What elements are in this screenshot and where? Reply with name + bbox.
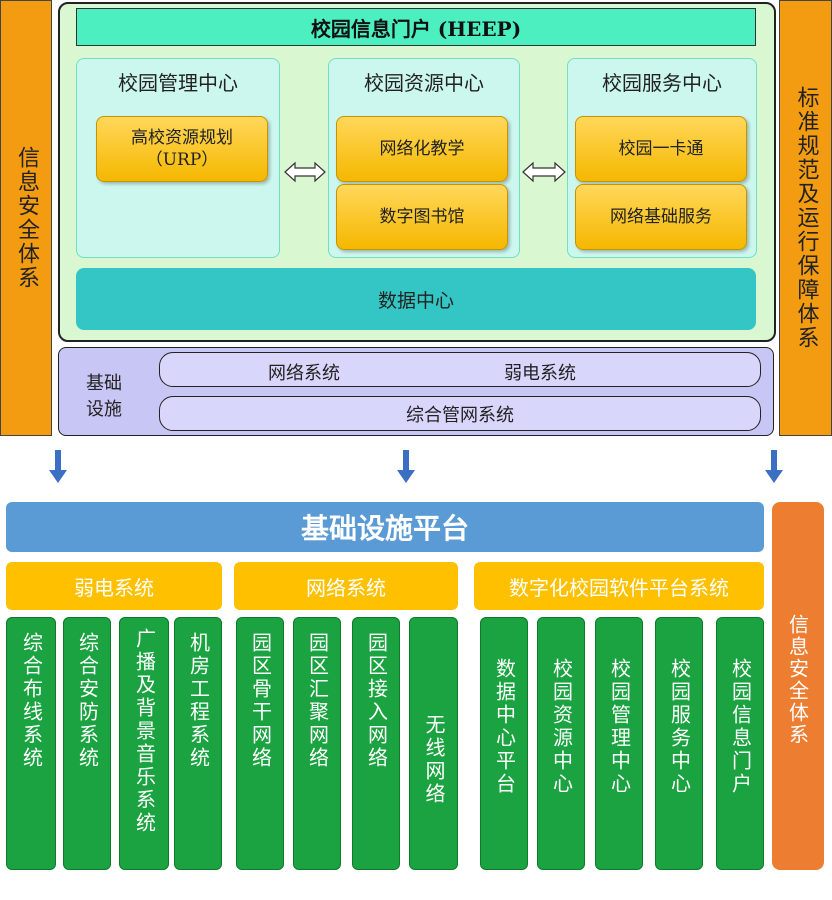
network-weak-pill: 网络系统 弱电系统 xyxy=(159,352,761,387)
infra-pipe-label: 综合管网系统 xyxy=(406,404,514,426)
heep-label: 校园信息门户 (HEEP) xyxy=(310,16,522,41)
double-arrow-icon xyxy=(284,161,326,183)
item-label: 校园资源中心 xyxy=(549,658,574,796)
right-standards-label: 标准规范及运行保障体系 xyxy=(793,86,819,350)
item-label: 广播及背景音乐系统 xyxy=(132,628,157,835)
data-center-label: 数据中心 xyxy=(377,289,454,312)
item-broadcast-system: 广播及背景音乐系统 xyxy=(119,617,169,870)
right-standards-column: 标准规范及运行保障体系 xyxy=(779,0,832,436)
platform-title: 基础设施平台 xyxy=(300,512,469,545)
item-label: 数据中心平台 xyxy=(492,658,517,796)
down-arrow-icon xyxy=(765,450,783,483)
network-service-label: 网络基础服务 xyxy=(610,207,712,227)
management-center-title: 校园管理中心 xyxy=(118,71,238,95)
item-info-portal: 校园信息门户 xyxy=(716,617,764,870)
infrastructure-label: 基础 设施 xyxy=(86,373,122,420)
item-label: 校园服务中心 xyxy=(667,658,692,796)
item-data-center-platform: 数据中心平台 xyxy=(480,617,528,870)
item-label: 园区骨干网络 xyxy=(248,632,273,770)
item-cabling-system: 综合布线系统 xyxy=(6,617,56,870)
item-access-network: 园区接入网络 xyxy=(352,617,400,870)
double-arrow-icon xyxy=(522,161,566,183)
item-label: 园区接入网络 xyxy=(364,632,389,770)
category-network-title: 网络系统 xyxy=(306,575,386,600)
digital-library-label: 数字图书馆 xyxy=(379,207,465,227)
item-label: 无线网络 xyxy=(422,714,446,806)
down-arrow-icon xyxy=(397,450,415,483)
campus-card-box: 校园一卡通 xyxy=(575,116,747,182)
item-management-center: 校园管理中心 xyxy=(595,617,643,870)
online-teaching-box: 网络化教学 xyxy=(336,116,508,182)
item-server-room: 机房工程系统 xyxy=(174,617,222,870)
down-arrow-icon xyxy=(49,450,67,483)
heep-portal-bar: 校园信息门户 (HEEP) xyxy=(76,8,756,46)
item-label: 机房工程系统 xyxy=(186,632,211,770)
bottom-security-column: 信息安全体系 xyxy=(772,502,824,870)
item-label: 综合安防系统 xyxy=(75,632,100,770)
item-label: 校园信息门户 xyxy=(728,658,753,796)
data-center-bar: 数据中心 xyxy=(76,268,756,330)
bottom-security-label: 信息安全体系 xyxy=(785,614,810,746)
urp-box: 高校资源规划 （URP） xyxy=(96,116,268,182)
item-aggregation-network: 园区汇聚网络 xyxy=(293,617,341,870)
item-label: 校园管理中心 xyxy=(607,658,632,796)
item-wireless-network: 无线网络 xyxy=(409,617,458,870)
urp-label: 高校资源规划 （URP） xyxy=(131,128,233,170)
item-security-system: 综合安防系统 xyxy=(63,617,111,870)
item-backbone-network: 园区骨干网络 xyxy=(236,617,284,870)
online-teaching-label: 网络化教学 xyxy=(379,139,465,159)
infra-network-label: 网络系统 xyxy=(268,363,340,384)
infrastructure-platform-bar: 基础设施平台 xyxy=(6,502,764,552)
item-resource-center: 校园资源中心 xyxy=(537,617,585,870)
network-service-box: 网络基础服务 xyxy=(575,184,747,250)
resource-center-title: 校园资源中心 xyxy=(364,71,484,95)
left-security-label: 信息安全体系 xyxy=(14,146,39,290)
service-center-title: 校园服务中心 xyxy=(602,71,722,95)
category-software-platform: 数字化校园软件平台系统 xyxy=(474,562,764,610)
item-label: 园区汇聚网络 xyxy=(305,632,330,770)
category-network: 网络系统 xyxy=(234,562,458,610)
item-label: 综合布线系统 xyxy=(19,632,44,770)
campus-card-label: 校园一卡通 xyxy=(618,139,704,159)
item-service-center: 校园服务中心 xyxy=(655,617,703,870)
infra-weak-label: 弱电系统 xyxy=(504,363,576,384)
left-security-column: 信息安全体系 xyxy=(0,0,52,436)
digital-library-box: 数字图书馆 xyxy=(336,184,508,250)
category-weak-current-title: 弱电系统 xyxy=(74,575,154,600)
category-software-platform-title: 数字化校园软件平台系统 xyxy=(509,575,729,600)
pipe-network-pill: 综合管网系统 xyxy=(159,396,761,431)
category-weak-current: 弱电系统 xyxy=(6,562,222,610)
